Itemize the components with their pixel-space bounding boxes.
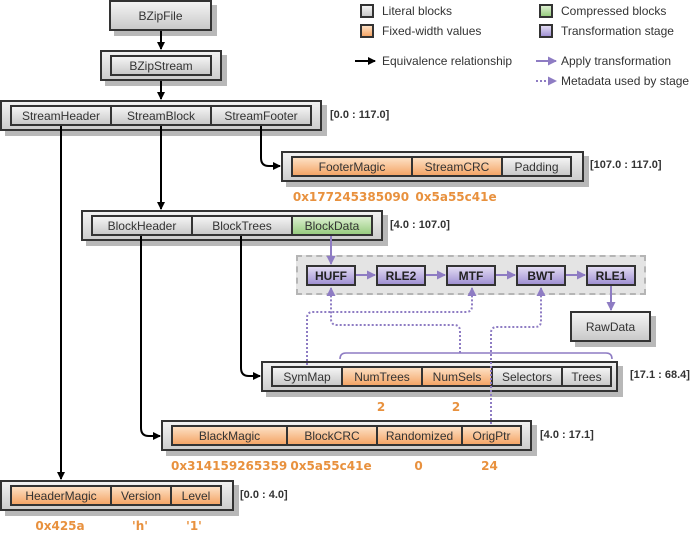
bzipfile-node[interactable]: BZipFile (109, 0, 212, 31)
cell-numtrees[interactable]: NumTrees (343, 368, 423, 385)
legend-literal-label: Literal blocks (382, 4, 453, 18)
cell-selectors[interactable]: Selectors (493, 368, 563, 385)
value-blockcrc: 0x5a55c41e (290, 459, 372, 473)
footer-row-cells: FooterMagic StreamCRC Padding (291, 156, 572, 177)
legend-fixed-width-label: Fixed-width values (382, 24, 482, 38)
trees-row: SymMap NumTrees NumSels Selectors Trees … (261, 361, 618, 414)
value-footermagic: 0x177245385090 (292, 190, 410, 204)
cell-level[interactable]: Level (172, 487, 220, 504)
stream-row-cells: StreamHeader StreamBlock StreamFooter (10, 105, 312, 126)
arrow-blockheader-to-blockheader-row (140, 236, 161, 440)
stage-rle1[interactable]: RLE1 (586, 265, 636, 286)
rawdata-label: RawData (585, 319, 636, 334)
cell-numsels[interactable]: NumSels (423, 368, 493, 385)
cell-blocktrees[interactable]: BlockTrees (193, 217, 293, 234)
footer-row: FooterMagic StreamCRC Padding 0x17724538… (281, 151, 584, 204)
trees-row-cells: SymMap NumTrees NumSels Selectors Trees (271, 366, 612, 387)
blockheader-row-cells: BlackMagic BlockCRC Randomized OrigPtr (171, 425, 522, 446)
cell-blockheader[interactable]: BlockHeader (93, 217, 193, 234)
value-blackmagic: 0x314159265359 (171, 459, 288, 473)
header-range-label: [0.0 : 4.0] (240, 489, 288, 501)
bzipstream-label: BZipStream (129, 58, 193, 73)
arrow-blocktrees-to-trees-row (240, 236, 261, 380)
value-randomized: 0 (414, 459, 423, 473)
cell-streamfooter[interactable]: StreamFooter (212, 107, 310, 124)
blockheader-range-label: [4.0 : 17.1] (540, 429, 594, 441)
legend-compressed-swatch (539, 4, 553, 18)
trees-values: 2 2 (271, 400, 608, 414)
header-row: HeaderMagic Version Level 0x425a 'h' '1' (0, 480, 234, 533)
value-streamcrc: 0x5a55c41e (415, 190, 497, 204)
legend-literal-swatch (360, 4, 374, 18)
bzipstream-node[interactable]: BZipStream (112, 57, 210, 74)
trees-bracket (339, 352, 613, 360)
stage-mtf[interactable]: MTF (446, 265, 496, 286)
value-numtrees: 2 (376, 400, 386, 414)
bzipstream-container: BZipStream (100, 50, 222, 81)
block-row: BlockHeader BlockTrees BlockData (81, 210, 383, 241)
legend-metadata-label: Metadata used by stage (561, 74, 690, 88)
cell-blockcrc[interactable]: BlockCRC (288, 427, 378, 444)
header-row-cells: HeaderMagic Version Level (10, 485, 222, 506)
legend-equivalence-label: Equivalence relationship (382, 54, 513, 68)
blockheader-row: BlackMagic BlockCRC Randomized OrigPtr 0… (161, 420, 532, 473)
value-numsels: 2 (451, 400, 461, 414)
cell-padding[interactable]: Padding (503, 158, 570, 175)
legend-fixed-width-swatch (360, 24, 374, 38)
stage-huff[interactable]: HUFF (306, 265, 356, 286)
footer-values: 0x177245385090 0x5a55c41e (291, 190, 568, 204)
cell-streamblock[interactable]: StreamBlock (112, 107, 212, 124)
metadata-trees-to-huff (326, 287, 461, 353)
legend-compressed-label: Compressed blocks (561, 4, 667, 18)
trees-range-label: [17.1 : 68.4] (630, 369, 690, 381)
stage-rle2[interactable]: RLE2 (376, 265, 426, 286)
stream-range-label: [0.0 : 117.0] (330, 109, 390, 121)
cell-footermagic[interactable]: FooterMagic (293, 158, 413, 175)
bzipfile-label: BZipFile (138, 8, 183, 23)
legend-apply-label: Apply transformation (561, 54, 672, 68)
legend-stage-label: Transformation stage (561, 24, 674, 38)
metadata-origptr-to-bwt (490, 287, 546, 424)
footer-range-label: [107.0 : 117.0] (590, 159, 662, 171)
arrow-streamfooter-to-footer-row (260, 126, 281, 170)
block-row-cells: BlockHeader BlockTrees BlockData (91, 215, 373, 236)
metadata-symmap-to-mtf (306, 287, 477, 365)
value-origptr: 24 (481, 459, 498, 473)
cell-version[interactable]: Version (112, 487, 172, 504)
blockheader-values: 0x314159265359 0x5a55c41e 0 24 (171, 459, 518, 473)
cell-origptr[interactable]: OrigPtr (463, 427, 520, 444)
cell-streamheader[interactable]: StreamHeader (12, 107, 112, 124)
cell-randomized[interactable]: Randomized (378, 427, 463, 444)
cell-blackmagic[interactable]: BlackMagic (173, 427, 288, 444)
cell-headermagic[interactable]: HeaderMagic (12, 487, 112, 504)
stage-bwt[interactable]: BWT (516, 265, 566, 286)
cell-blockdata[interactable]: BlockData (293, 217, 371, 234)
cell-trees[interactable]: Trees (563, 368, 610, 385)
cell-streamcrc[interactable]: StreamCRC (413, 158, 503, 175)
block-range-label: [4.0 : 107.0] (390, 219, 450, 231)
rawdata-node[interactable]: RawData (570, 311, 651, 342)
legend-stage-swatch (539, 24, 553, 38)
cell-symmap[interactable]: SymMap (273, 368, 343, 385)
bzipstream-inner: BZipStream (110, 55, 212, 76)
